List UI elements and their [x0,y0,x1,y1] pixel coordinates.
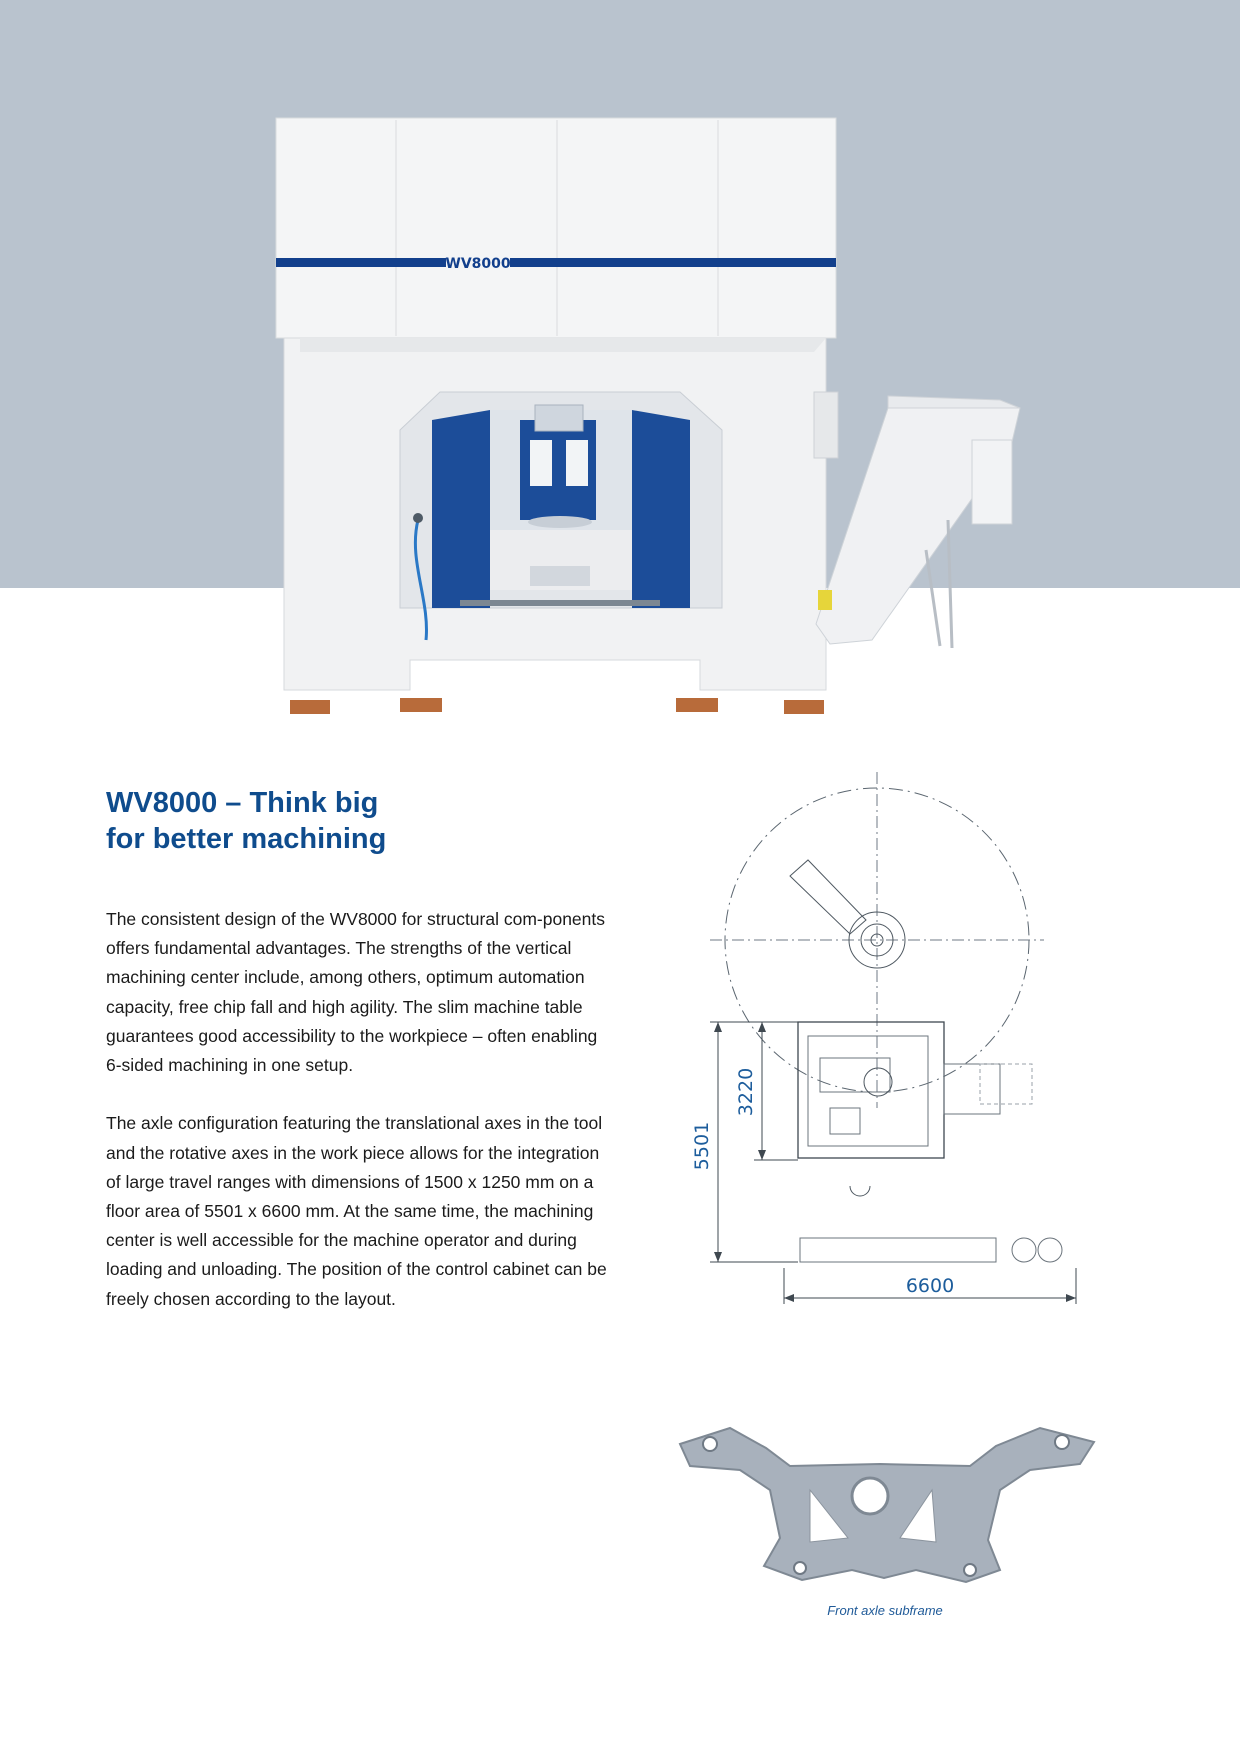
headline-line-1: WV8000 – Think big [106,787,379,819]
body-paragraph-2: The axle configuration featuring the tra… [106,1113,607,1309]
dimension-3220: 3220 [735,1068,757,1116]
dimension-5501: 5501 [691,1122,713,1170]
headline: WV8000 – Think big for better machining [106,785,626,857]
body-text: The consistent design of the WV8000 for … [106,905,616,1343]
machine-photo: WV8000 [275,117,1021,714]
front-axle-subframe-photo [678,1426,1096,1584]
body-paragraph-1: The consistent design of the WV8000 for … [106,909,606,1076]
machine-label: WV8000 [445,256,511,272]
layout-drawing: 5501 3220 6600 [691,772,1077,1304]
dimension-6600: 6600 [906,1275,954,1297]
part-caption: Front axle subframe [827,1603,943,1618]
headline-line-2: for better machining [106,823,387,855]
